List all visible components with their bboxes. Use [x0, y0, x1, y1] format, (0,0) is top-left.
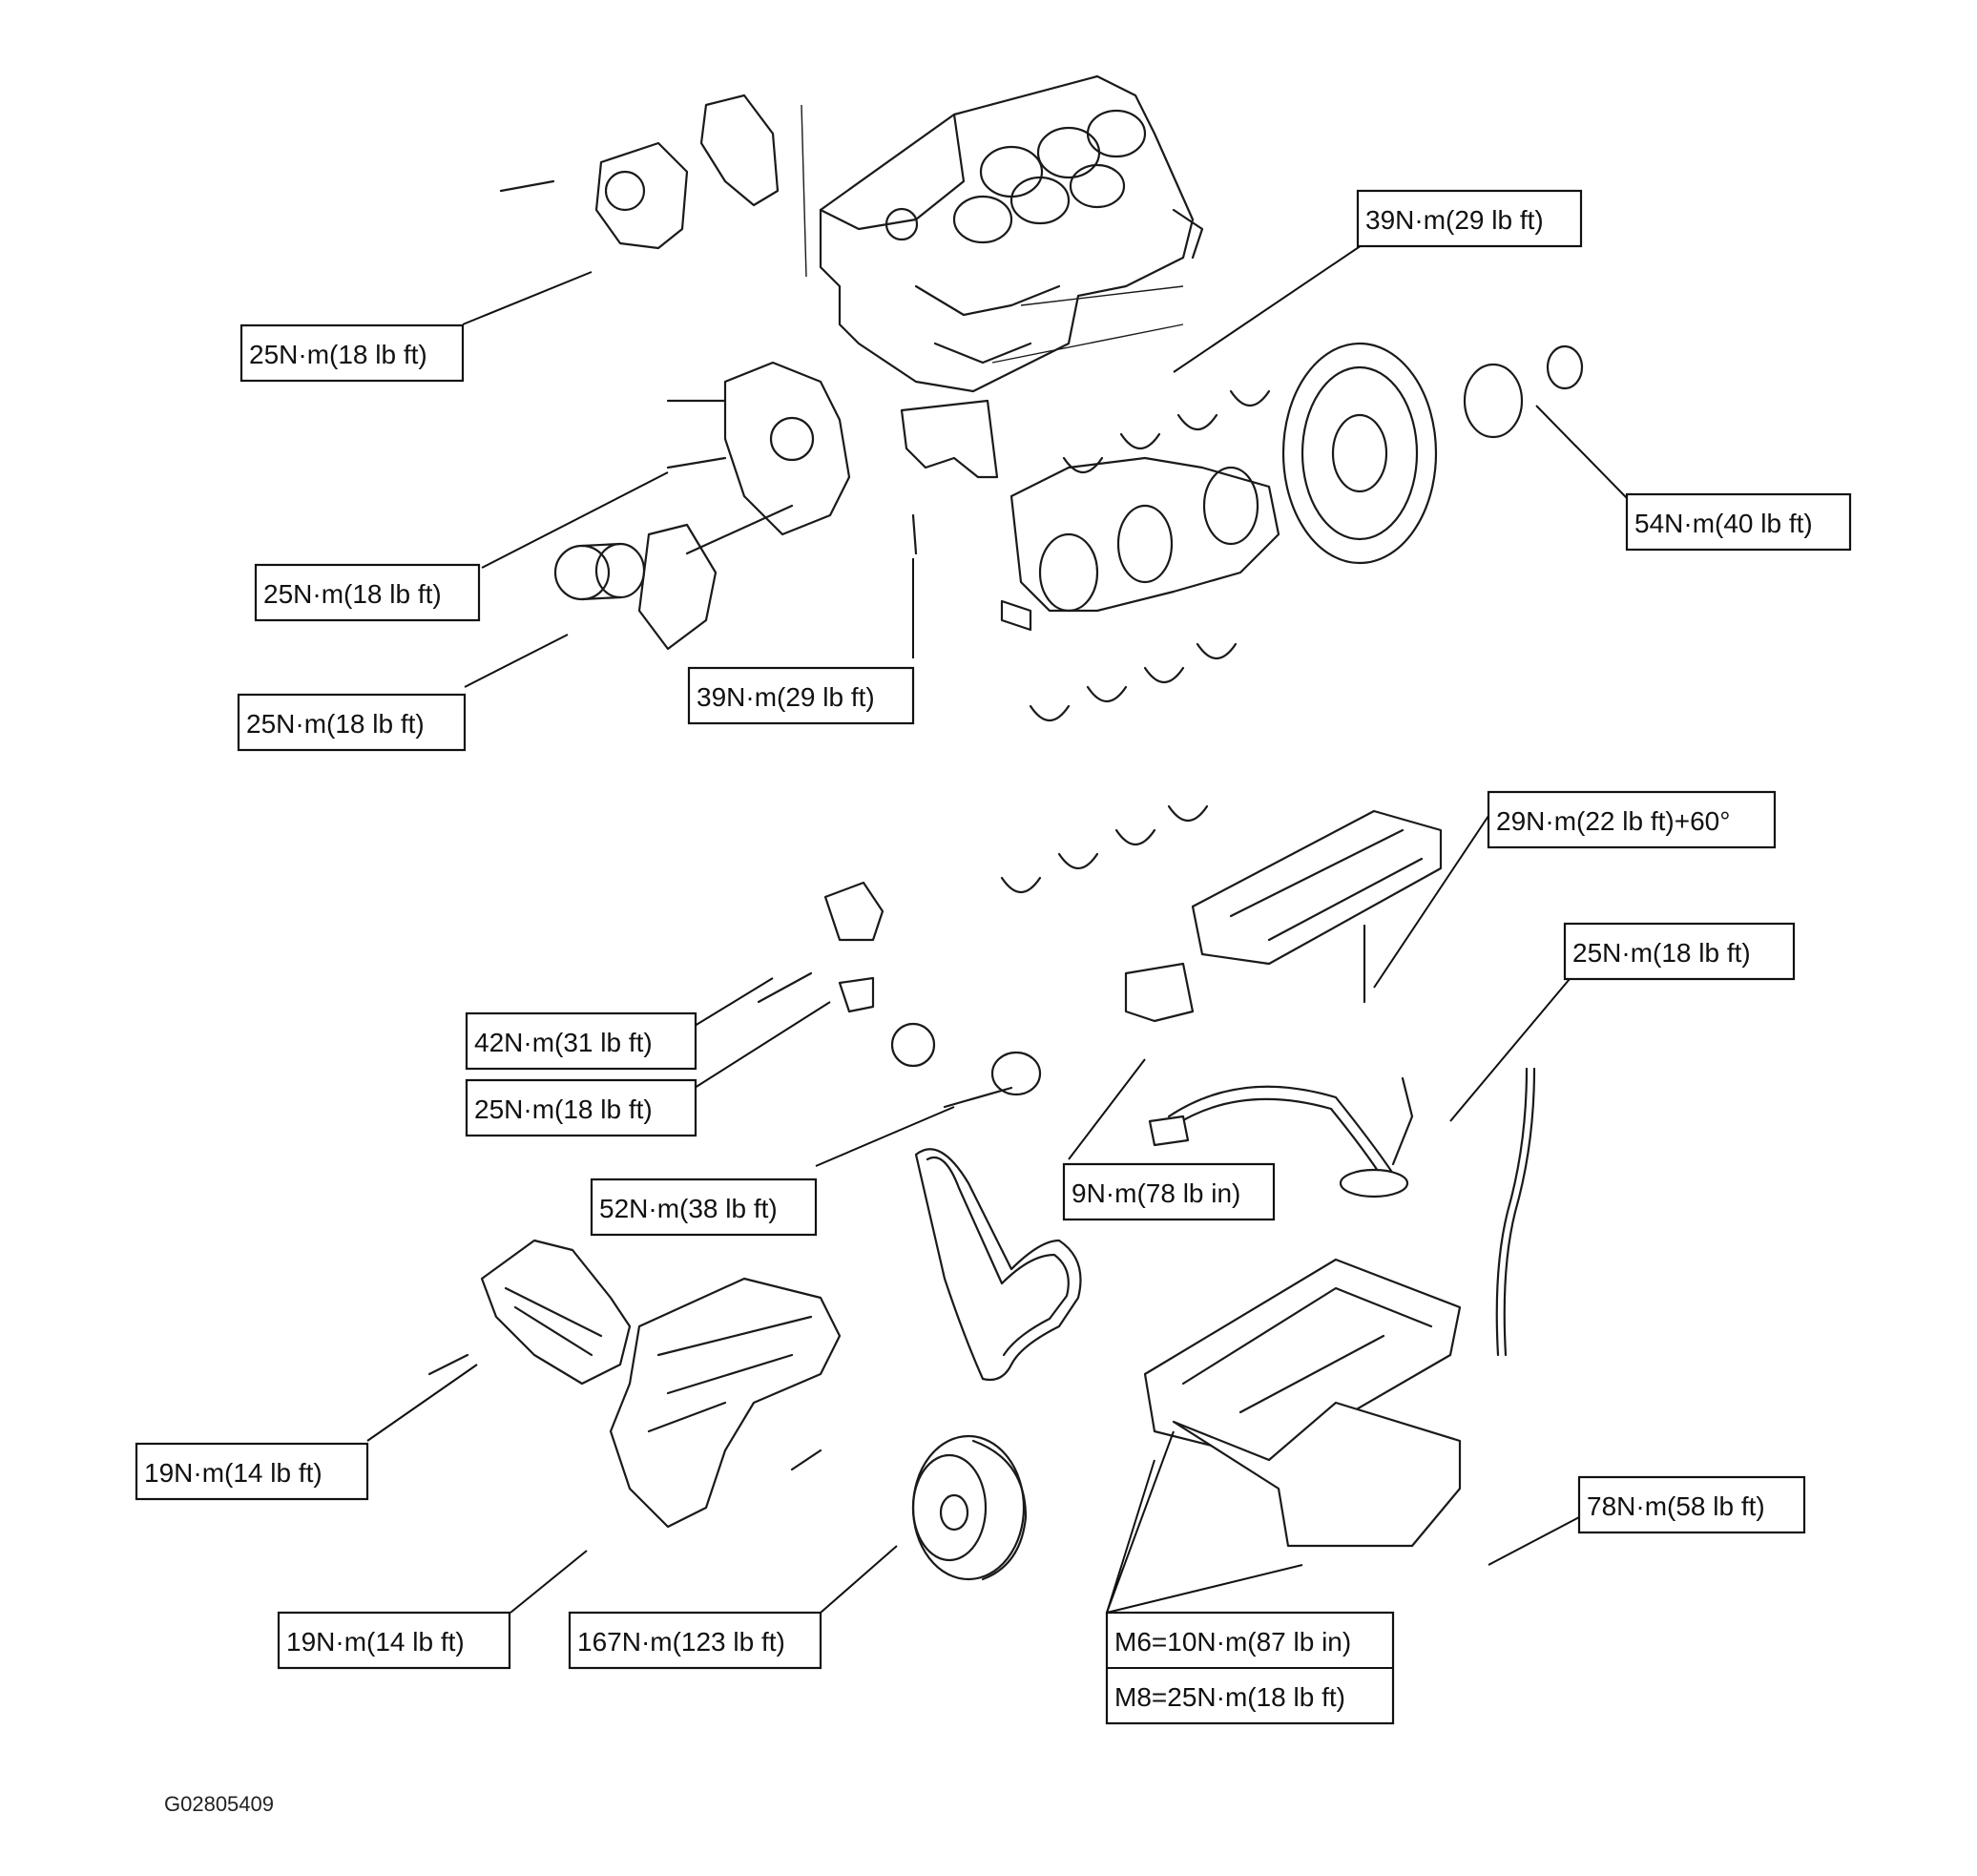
- engine-block: [819, 74, 1204, 393]
- timing-covers: [427, 1239, 842, 1529]
- lower-crankcase: [1124, 809, 1443, 1023]
- torque-label-main-cap-upper: 39N·m(29 lb ft): [1356, 189, 1583, 248]
- torque-label-flexplate: 54N·m(40 lb ft): [1625, 492, 1852, 552]
- torque-label-oil-pickup-right: 25N·m(18 lb ft): [1563, 922, 1796, 981]
- torque-text-pickup-tube: 9N·m(78 lb in): [1072, 1178, 1240, 1208]
- torque-text-idler-pulley: 52N·m(38 lb ft): [599, 1194, 778, 1223]
- dipstick-tube: [1495, 1067, 1536, 1357]
- tensioner: [757, 881, 1042, 1109]
- crank-pulley: [911, 1434, 1028, 1581]
- torque-text-tensioner: 42N·m(31 lb ft): [474, 1028, 653, 1057]
- rear-seal-retainer: [900, 399, 999, 555]
- torque-text-tensioner-bracket: 25N·m(18 lb ft): [474, 1094, 653, 1124]
- torque-text-main-cap-upper: 39N·m(29 lb ft): [1365, 205, 1544, 235]
- oil-pan: [1143, 1258, 1462, 1548]
- torque-text-crank-pulley: 167N·m(123 lb ft): [577, 1627, 785, 1657]
- timing-belt: [914, 1148, 1082, 1382]
- oil-filter: [553, 542, 646, 601]
- torque-text-oil-pickup-right: 25N·m(18 lb ft): [1572, 938, 1751, 968]
- torque-text-drain-plug: 78N·m(58 lb ft): [1587, 1491, 1765, 1521]
- torque-label-water-pump: 25N·m(18 lb ft): [239, 323, 465, 383]
- torque-text-oil-pump-upper: 25N·m(18 lb ft): [263, 579, 442, 609]
- torque-label-oil-pan: M6=10N·m(87 lb in) M8=25N·m(18 lb ft): [1105, 1611, 1395, 1725]
- torque-text-oil-pan-m6: M6=10N·m(87 lb in): [1114, 1627, 1351, 1657]
- torque-text-rear-seal: 39N·m(29 lb ft): [697, 682, 875, 712]
- water-pump: [499, 94, 807, 278]
- bearing-shells: [1000, 389, 1271, 894]
- torque-label-crank-pulley: 167N·m(123 lb ft): [568, 1611, 822, 1670]
- leader-lines: [366, 242, 1628, 1614]
- torque-label-rear-seal: 39N·m(29 lb ft): [687, 666, 915, 725]
- oil-pump: [637, 361, 851, 651]
- torque-text-timing-cover-lower: 19N·m(14 lb ft): [286, 1627, 465, 1657]
- flexplate: [1281, 342, 1584, 565]
- torque-label-pickup-tube: 9N·m(78 lb in): [1062, 1162, 1276, 1221]
- torque-text-timing-cover-upper: 19N·m(14 lb ft): [144, 1458, 323, 1488]
- torque-label-tensioner-bracket: 25N·m(18 lb ft): [465, 1078, 697, 1137]
- torque-label-oil-pump-lower: 25N·m(18 lb ft): [237, 693, 467, 752]
- torque-label-oil-pump-upper: 25N·m(18 lb ft): [254, 563, 481, 622]
- torque-label-idler-pulley: 52N·m(38 lb ft): [590, 1178, 818, 1237]
- torque-label-lower-crankcase: 29N·m(22 lb ft)+60°: [1487, 790, 1777, 849]
- torque-label-timing-cover-upper: 19N·m(14 lb ft): [135, 1442, 369, 1501]
- torque-label-drain-plug: 78N·m(58 lb ft): [1577, 1475, 1806, 1534]
- torque-text-lower-crankcase: 29N·m(22 lb ft)+60°: [1496, 806, 1730, 836]
- torque-text-water-pump: 25N·m(18 lb ft): [249, 340, 427, 369]
- torque-text-oil-pump-lower: 25N·m(18 lb ft): [246, 709, 425, 739]
- oil-pickup: [1148, 1076, 1414, 1199]
- torque-text-oil-pan-m8: M8=25N·m(18 lb ft): [1114, 1682, 1345, 1712]
- torque-text-flexplate: 54N·m(40 lb ft): [1634, 509, 1813, 538]
- torque-label-timing-cover-lower: 19N·m(14 lb ft): [277, 1611, 511, 1670]
- torque-label-tensioner: 42N·m(31 lb ft): [465, 1011, 697, 1071]
- reference-code: G02805409: [164, 1792, 274, 1816]
- crankshaft: [1000, 456, 1280, 632]
